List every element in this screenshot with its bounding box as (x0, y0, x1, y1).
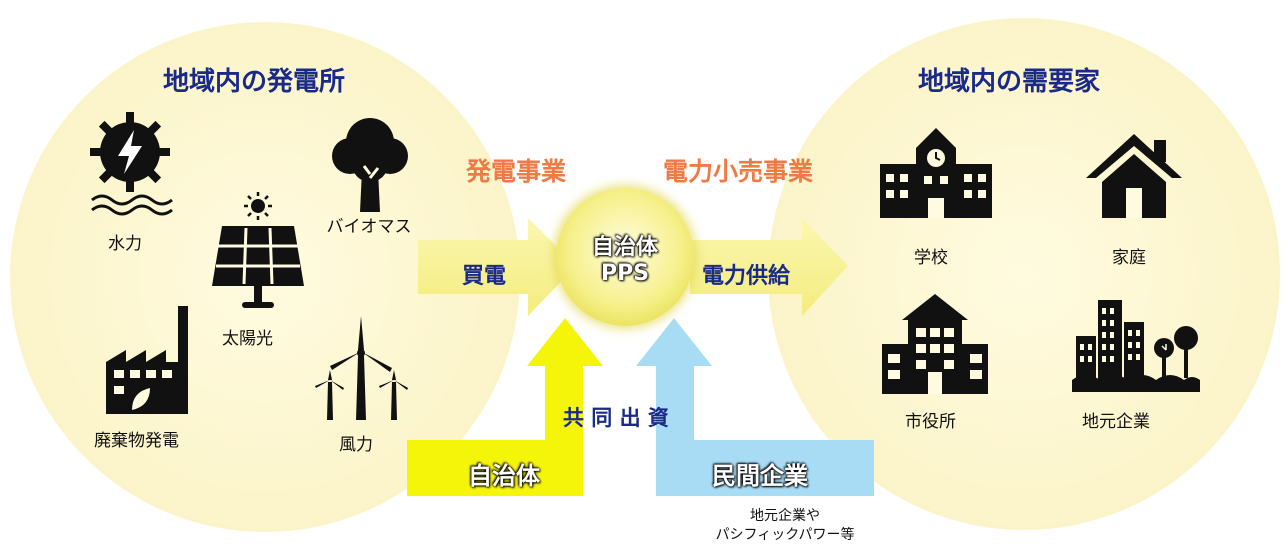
local-business-label: 地元企業 (1082, 412, 1150, 432)
city-hall-icon (882, 294, 988, 394)
school-icon (880, 128, 992, 218)
hydro-label: 水力 (108, 234, 142, 254)
center-label: 自治体 PPS (556, 235, 694, 287)
buy-label: 買電 (462, 264, 507, 289)
center-line2: PPS (600, 261, 650, 286)
city-hall-label: 市役所 (905, 412, 956, 432)
right-title: 地域内の需要家 (918, 67, 1101, 97)
hydro-icon (90, 112, 173, 216)
investor-municipality: 自治体 (468, 462, 540, 490)
buy-arrow (418, 218, 576, 316)
center-line1: 自治体 (591, 235, 658, 260)
business-generation: 発電事業 (466, 157, 567, 186)
private-up-arrow (636, 318, 874, 496)
office-buildings-icon (1072, 300, 1200, 392)
house-icon (1086, 134, 1182, 218)
business-retail: 電力小売事業 (663, 157, 814, 186)
wind-turbine-icon (315, 316, 408, 420)
supply-label: 電力供給 (702, 264, 791, 289)
center-circle (556, 188, 694, 326)
wind-label: 風力 (339, 435, 373, 455)
biomass-label: バイオマス (326, 215, 412, 239)
investor-private: 民間企業 (712, 462, 808, 490)
biomass-text: バイオマス (326, 217, 412, 237)
tree-icon (332, 118, 408, 212)
solar-panel-icon (212, 192, 304, 308)
left-title: 地域内の発電所 (163, 67, 346, 97)
school-label: 学校 (914, 248, 948, 268)
solar-label: 太陽光 (222, 329, 273, 349)
municipality-up-arrow (407, 318, 603, 496)
note-line1: 地元企業や (750, 508, 820, 524)
note-line2: パシフィックパワー等 (715, 527, 855, 543)
factory-icon (106, 306, 188, 414)
investor-private-note: 地元企業や パシフィックパワー等 (680, 507, 890, 545)
joint-investment-label: 共 同 出 資 (563, 406, 669, 430)
home-label: 家庭 (1112, 248, 1146, 268)
supply-arrow (690, 218, 848, 316)
waste-power-label: 廃棄物発電 (94, 431, 179, 451)
